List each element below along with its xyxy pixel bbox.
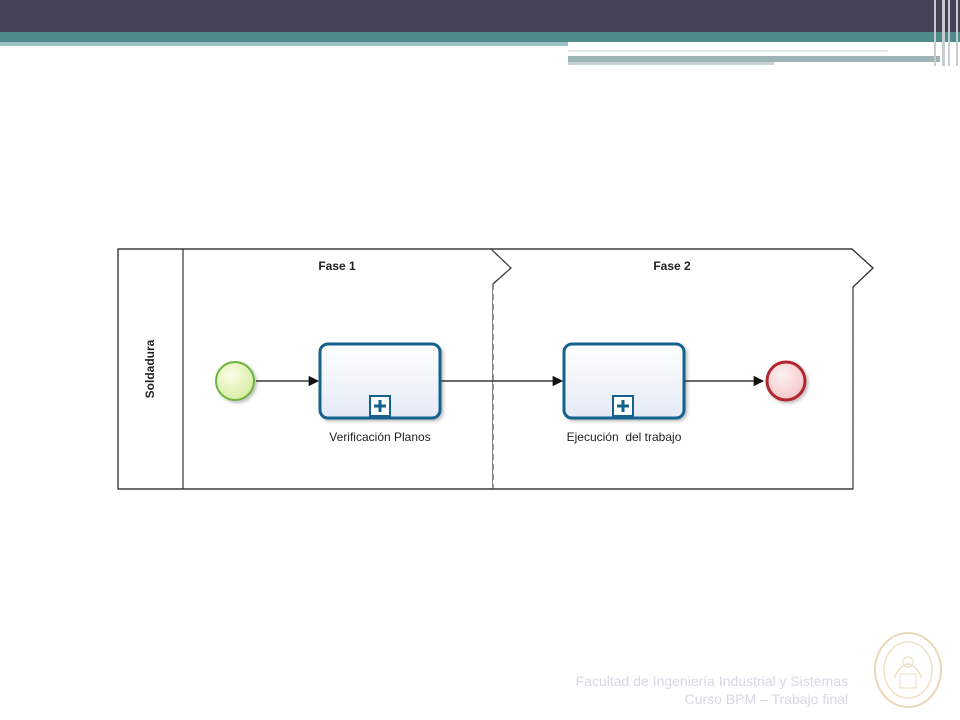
phase-label-2: Fase 2	[653, 259, 691, 273]
decorative-rule	[568, 56, 940, 62]
task-label-1: Verificación Planos	[329, 430, 430, 444]
footer-line-1: Facultad de Ingeniería Industrial y Sist…	[575, 673, 848, 689]
decorative-rule	[568, 62, 774, 65]
footer-text: Facultad de Ingeniería Industrial y Sist…	[576, 672, 848, 708]
decorative-edge-lines	[930, 0, 960, 66]
title-bar	[0, 0, 960, 32]
decorative-strip	[568, 42, 960, 52]
subprocess-plus-icon	[369, 395, 391, 417]
subprocess-plus-icon	[612, 395, 634, 417]
task-ejecucion-del-trabajo[interactable]	[562, 342, 686, 420]
pool-label: Soldadura	[143, 339, 157, 398]
start-event[interactable]	[215, 361, 255, 401]
university-seal-icon	[874, 632, 942, 708]
task-label-2: Ejecución del trabajo	[567, 430, 682, 444]
phase-label-1: Fase 1	[318, 259, 356, 273]
decorative-rule	[568, 50, 888, 52]
phase-dividers	[490, 248, 854, 489]
footer-line-2: Curso BPM – Trabajo final	[684, 691, 848, 707]
accent-bar	[0, 32, 960, 42]
accent-bar-light	[0, 42, 568, 46]
task-verificacion-planos[interactable]	[318, 342, 442, 420]
end-event[interactable]	[765, 360, 807, 402]
